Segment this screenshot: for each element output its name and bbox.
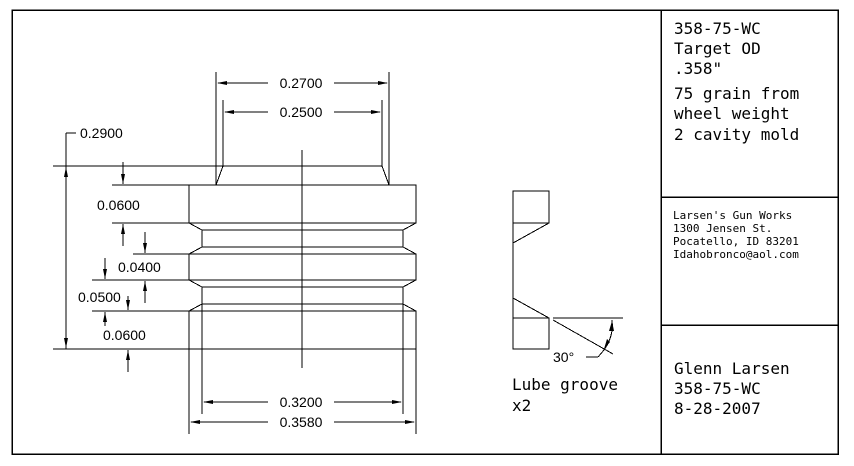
dim-middle-band-height: 0.0400 [118,259,161,275]
title-block-top: 358-75-WC Target OD .358" 75 grain from … [674,19,799,144]
target-od-label: Target OD [674,39,761,58]
company-street: 1300 Jensen St. [673,222,772,235]
dim-groove-height: 0.0500 [78,289,121,305]
lube-groove-detail [512,190,623,358]
target-od-value: .358" [674,59,722,78]
drawing-border [11,9,839,455]
designer-name: Glenn Larsen [674,359,790,378]
title-block-bottom: Glenn Larsen 358-75-WC 8-28-2007 [674,359,790,418]
dimension-lines [53,72,417,434]
grain-weight: 75 grain from [674,84,799,103]
drawing-date: 8-28-2007 [674,399,761,418]
dim-nose-inner-width: 0.2500 [280,104,323,120]
bullet-profile [188,150,417,368]
drawing-number: 358-75-WC [674,379,761,398]
part-number: 358-75-WC [674,19,761,38]
lube-groove-quantity: x2 [512,396,531,415]
alloy: wheel weight [674,104,790,123]
dim-body-diameter: 0.3580 [280,414,323,430]
company-name: Larsen's Gun Works [673,209,792,222]
dim-bottom-band-height: 0.0600 [103,327,146,343]
dim-nose-length: 0.2900 [80,125,123,141]
title-block-middle: Larsen's Gun Works 1300 Jensen St. Pocat… [673,209,799,261]
lube-groove-note: Lube groove [512,375,618,394]
dim-nose-outer-width: 0.2700 [280,75,323,91]
mold-cavities: 2 cavity mold [674,125,799,144]
dim-groove-diameter: 0.3200 [280,394,323,410]
angle-label: 30° [553,349,574,365]
dim-top-band-height: 0.0600 [97,197,140,213]
company-city: Pocatello, ID 83201 [673,235,799,248]
company-email: Idahobronco@aol.com [673,248,799,261]
